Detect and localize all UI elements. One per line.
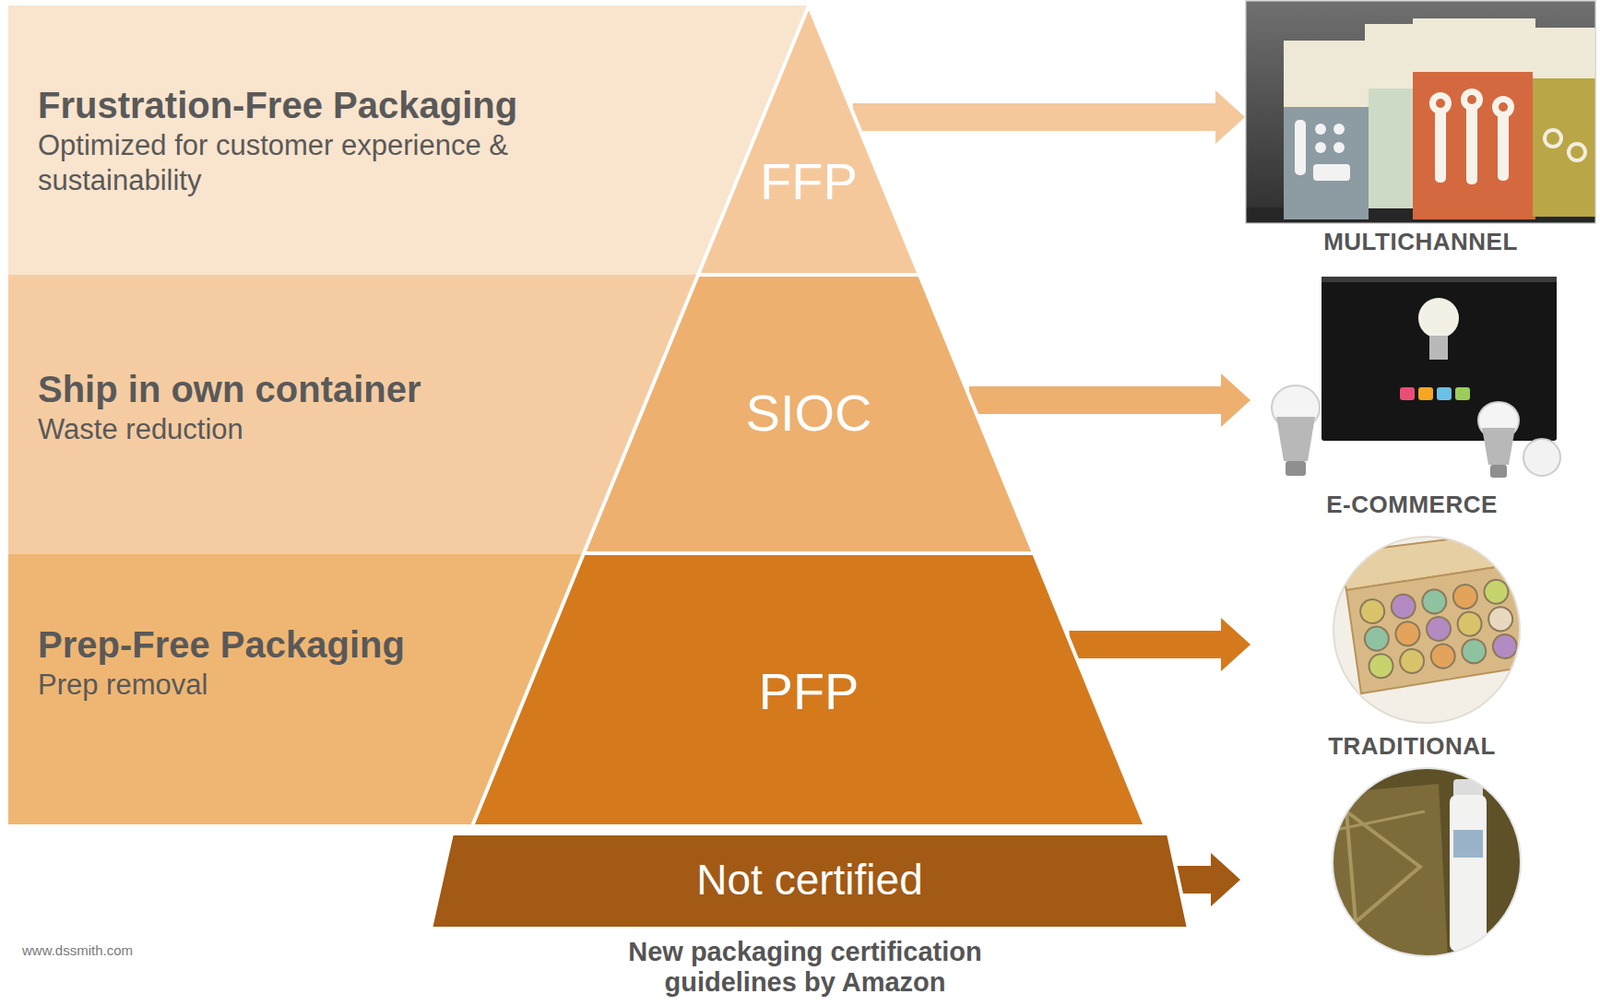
traditional-photo-part-part xyxy=(1346,564,1533,694)
multichannel-photo-part xyxy=(1294,119,1306,176)
traditional-photo-part-part-part xyxy=(1491,632,1519,661)
multichannel-photo-part xyxy=(1315,123,1327,135)
tier-description: Prep removal xyxy=(37,667,499,703)
pyramid-tier: FFP xyxy=(698,5,920,275)
tier-band: Frustration-Free PackagingOptimized for … xyxy=(8,5,809,275)
tier-code: Not certified xyxy=(696,855,923,905)
tier-code: PFP xyxy=(758,662,860,722)
traditional-photo-part-part-part xyxy=(1362,625,1391,653)
tier-shape xyxy=(698,5,920,275)
traditional-photo-part-part-part xyxy=(1429,642,1458,671)
ecommerce-photo-part xyxy=(1436,387,1452,401)
multichannel-photo-part xyxy=(1544,130,1562,147)
multichannel-photo-part xyxy=(1333,123,1345,135)
ecommerce-photo-part xyxy=(1455,387,1470,401)
ecommerce-photo-part xyxy=(1321,276,1557,283)
multichannel-photo-part xyxy=(1532,27,1597,217)
multichannel-photo-part xyxy=(1333,142,1345,154)
tier-description: Optimized for customer experience & sust… xyxy=(37,128,555,199)
multichannel-photo-part xyxy=(1283,40,1369,107)
unpacked-photo xyxy=(1332,768,1521,960)
traditional-photo-part-part-part xyxy=(1358,597,1387,626)
traditional-photo xyxy=(1333,530,1533,723)
multichannel-photo xyxy=(1244,0,1597,225)
tier-fill xyxy=(583,274,1034,554)
ecommerce-photo-part xyxy=(1285,461,1306,476)
tier-code: FFP xyxy=(759,152,858,212)
ecommerce-photo-part xyxy=(1418,387,1434,401)
multichannel-photo-part xyxy=(1435,98,1446,108)
tier-fill xyxy=(430,833,1189,929)
tier-fill xyxy=(698,5,920,275)
channel-label: MULTICHANNEL xyxy=(1323,227,1518,256)
ecommerce-photo-part xyxy=(1321,276,1557,441)
unpacked-photo-part-part xyxy=(1449,794,1487,952)
tier-title: Prep-Free Packaging xyxy=(37,623,405,666)
multichannel-photo-part xyxy=(1244,0,1597,225)
tier-title: Frustration-Free Packaging xyxy=(37,83,518,127)
unpacked-photo-part xyxy=(1332,779,1487,960)
multichannel-photo-part xyxy=(1568,143,1586,161)
unpacked-photo-part-part xyxy=(1332,783,1448,960)
traditional-photo-part-part-part xyxy=(1398,647,1426,676)
unpacked-photo-part-part xyxy=(1453,829,1483,858)
multichannel-photo-part xyxy=(1313,164,1351,181)
traditional-photo-part-part-part xyxy=(1459,637,1488,665)
traditional-photo-part-part-part xyxy=(1420,587,1448,616)
traditional-photo-part xyxy=(1333,536,1520,723)
example-image: TRADITIONAL xyxy=(1250,534,1574,760)
traditional-photo-part-part-part xyxy=(1456,610,1484,639)
ecommerce-photo-part xyxy=(1399,387,1415,401)
multichannel-photo-part xyxy=(1498,102,1508,112)
example-image: E-COMMERCE xyxy=(1250,249,1574,519)
ecommerce-photo-part xyxy=(1418,297,1459,339)
traditional-photo-part-part xyxy=(1358,578,1518,680)
ecommerce-photo-part xyxy=(1523,438,1561,476)
arrow-connector xyxy=(853,90,1245,144)
multichannel-photo-part xyxy=(1532,27,1597,79)
traditional-photo-part xyxy=(1337,530,1533,694)
traditional-photo-part-part-part xyxy=(1486,604,1515,633)
watermark: www.dssmith.com xyxy=(22,942,133,959)
multichannel-photo-part xyxy=(1283,40,1369,220)
ecommerce-photo xyxy=(1271,276,1561,478)
multichannel-photo-part xyxy=(1412,18,1536,72)
channel-label: E-COMMERCE xyxy=(1326,490,1498,519)
channel-label: TRADITIONAL xyxy=(1327,732,1496,760)
caption: New packaging certification guidelines b… xyxy=(574,936,1036,999)
traditional-photo-part-part-part xyxy=(1451,582,1480,611)
pyramid-tier: PFP xyxy=(472,553,1146,827)
pyramid-tier: SIOC xyxy=(583,274,1034,554)
multichannel-photo-part xyxy=(1467,94,1477,105)
unpacked-photo-part-part xyxy=(1335,811,1425,830)
tier-fill xyxy=(472,553,1146,827)
arrow-connector xyxy=(1069,617,1252,672)
multichannel-photo-part xyxy=(1466,105,1478,185)
multichannel-photo-part xyxy=(1244,0,1597,225)
pyramid-tier: Not certified xyxy=(430,833,1189,929)
multichannel-photo-part xyxy=(1412,18,1536,220)
ecommerce-photo-part xyxy=(1429,335,1448,360)
arrow-connector xyxy=(969,373,1251,427)
ecommerce-photo-part xyxy=(1490,464,1507,478)
unpacked-photo-part xyxy=(1332,768,1521,957)
example-image: MULTICHANNEL xyxy=(1244,0,1597,256)
tier-description: Waste reduction xyxy=(37,412,592,448)
traditional-photo-part-part-part xyxy=(1394,619,1423,648)
multichannel-photo-part xyxy=(1434,108,1446,183)
traditional-photo-part-part-part xyxy=(1389,592,1418,621)
multichannel-photo-part xyxy=(1315,142,1327,154)
ecommerce-photo-part xyxy=(1276,416,1316,462)
traditional-photo-part-part-part xyxy=(1424,615,1453,643)
tier-code: SIOC xyxy=(746,383,873,443)
multichannel-photo-part xyxy=(1497,112,1509,181)
tier-title: Ship in own container xyxy=(37,367,422,411)
traditional-photo-part-part-part xyxy=(1367,651,1396,680)
ecommerce-photo-part xyxy=(1481,427,1516,465)
unpacked-photo-part-part xyxy=(1346,811,1421,923)
